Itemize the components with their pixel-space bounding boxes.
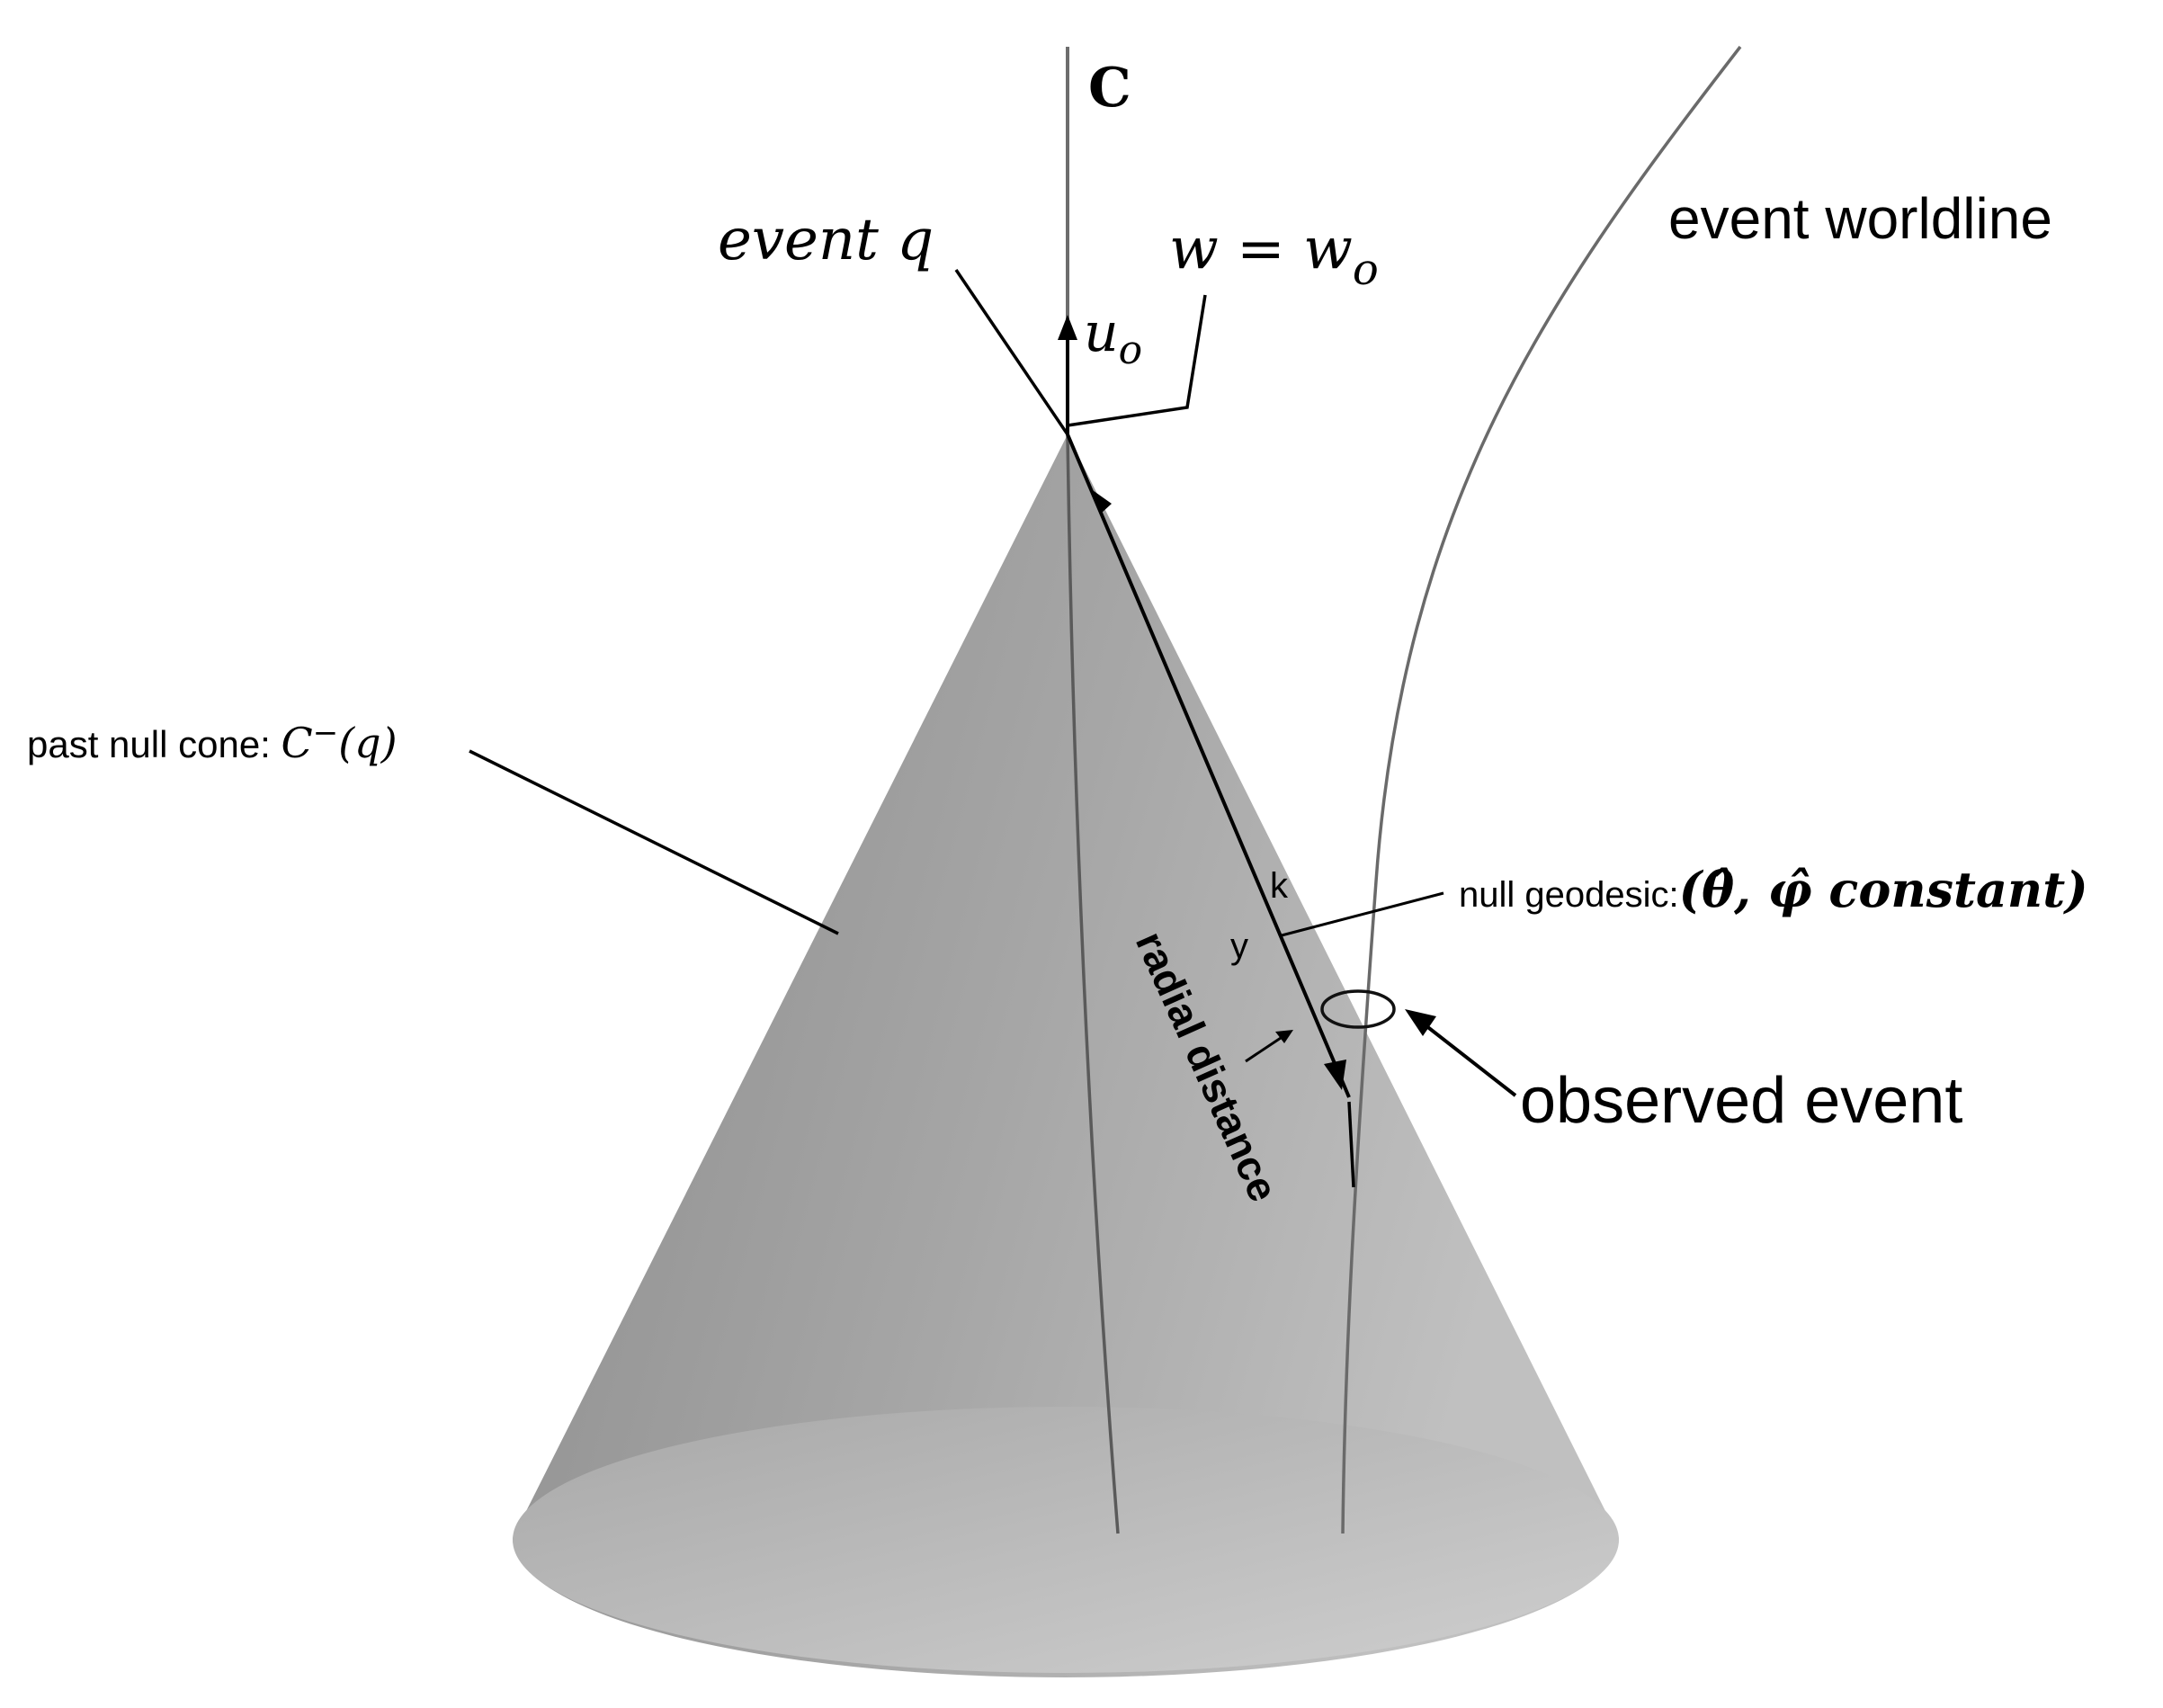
past-cone-label: past null cone: C−(q) <box>27 715 398 767</box>
null-geodesic-arrow-bottom <box>1324 1060 1346 1090</box>
past-null-cone <box>513 434 1619 1677</box>
u-o-label: uo <box>1084 301 1142 373</box>
radial-distance-pointer-head <box>1275 1030 1293 1043</box>
observed-event-arrow-head <box>1405 1009 1436 1036</box>
u-o-arrow-head <box>1058 315 1077 340</box>
null-geodesic-label: null geodesic:(θ̂, φ̂ constant) <box>1459 861 2088 918</box>
u-o-sub: o <box>1119 327 1143 373</box>
observed-event-label: observed event <box>1520 1065 1962 1137</box>
null-geodesic-tail <box>1347 1101 1355 1188</box>
w-equals-sub: o <box>1353 245 1379 295</box>
w-wo-bracket <box>1067 294 1207 427</box>
radial-distance-pointer <box>1245 1033 1287 1063</box>
w-equals-label: w = wo <box>1169 216 1379 295</box>
past-cone-arg: (q) <box>338 719 397 767</box>
event-worldline <box>1341 45 1742 1534</box>
u-o-main: u <box>1084 301 1119 364</box>
observed-event-arrow-shaft <box>1424 1024 1517 1097</box>
null-geodesic-math: (θ̂, φ̂ constant) <box>1679 861 2088 918</box>
k-label: k <box>1270 866 1289 906</box>
null-geodesic-leader <box>1281 891 1444 937</box>
axis-c-label: C <box>1088 57 1131 120</box>
past-cone-math: C <box>282 719 313 767</box>
event-worldline-label: event worldline <box>1668 186 2052 251</box>
past-cone-sup: − <box>313 715 339 751</box>
observed-event-ellipse <box>1320 989 1396 1029</box>
y-label: y <box>1230 926 1248 966</box>
past-cone-pointer <box>469 749 839 935</box>
null-geodesic-arrow-top <box>1090 488 1112 513</box>
past-cone-prefix: past null cone: <box>27 723 282 765</box>
event-q-pointer <box>954 269 1069 435</box>
null-geodesic-prefix: null geodesic: <box>1459 875 1679 915</box>
inner-worldline-left <box>1066 434 1120 1534</box>
null-geodesic-line <box>1066 434 1351 1098</box>
cone-base-ellipse <box>513 1407 1619 1673</box>
w-equals-main: w = w <box>1169 216 1353 282</box>
event-q-label: event q <box>718 207 934 273</box>
